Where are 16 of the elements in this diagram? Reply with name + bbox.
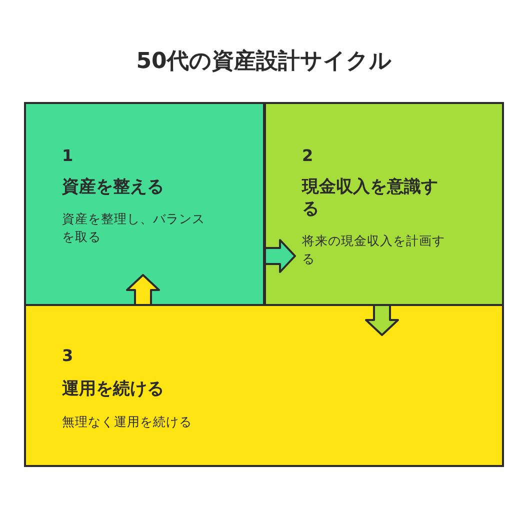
step-box: [24, 102, 265, 306]
block-arrow: [126, 274, 160, 306]
step-title: 現金収入を意識する: [302, 176, 439, 220]
step-title: 運用を続ける: [62, 378, 165, 400]
step-description: 資産を整理し、バランスを取る: [62, 210, 206, 246]
step-description: 将来の現金収入を計画する: [302, 232, 446, 268]
step-title: 資産を整える: [62, 176, 165, 198]
block-arrow: [264, 239, 296, 273]
step-box: [264, 102, 504, 306]
step-description: 無理なく運用を続ける: [62, 413, 193, 431]
block-arrow: [365, 304, 399, 336]
diagram-title: 50代の資産設計サイクル: [135, 48, 393, 76]
step-box: [24, 304, 504, 467]
step-number: 1: [62, 146, 74, 165]
step-number: 3: [62, 346, 74, 365]
step-number: 2: [302, 146, 314, 165]
